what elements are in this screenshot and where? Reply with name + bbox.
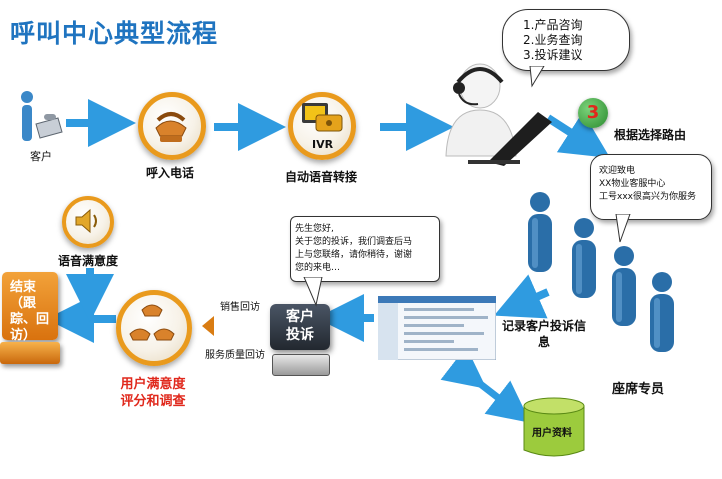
- welcome-bubble: 欢迎致电 XX物业客服中心 工号xxx很高兴为你服务: [590, 154, 712, 220]
- menu-item: 2.业务查询: [523, 33, 583, 47]
- complaint-monitor: 客户 投诉: [270, 304, 330, 350]
- welcome-line: 欢迎致电: [599, 166, 636, 176]
- people-phones-icon: [129, 304, 175, 341]
- ivr-device-icon: [302, 103, 343, 132]
- customer-icon: [21, 91, 63, 141]
- survey-label-line: 评分和调查: [120, 394, 186, 409]
- complaint-monitor-base: [272, 354, 330, 376]
- speaker-icon: [75, 208, 97, 234]
- reply-line: 上与您联络，请你稍待，谢谢: [295, 250, 413, 260]
- agents-label: 座席专员: [612, 382, 665, 397]
- arrow-agents-to-record: [494, 274, 550, 319]
- reply-line: 先生您好,: [295, 224, 334, 234]
- end-node-base: [0, 342, 60, 364]
- service-visit-label: 服务质量回访: [205, 350, 265, 361]
- welcome-line: XX物业客服中心: [599, 179, 666, 189]
- menu-item: 1.产品咨询: [523, 18, 583, 32]
- record-screen-image: [378, 296, 496, 360]
- database-icon: [523, 397, 585, 457]
- ivr-label: IVR: [312, 138, 334, 151]
- reply-line: 关于您的投诉，我们调查后马: [295, 237, 413, 247]
- survey-label: 用户满意度 评分和调查: [108, 376, 198, 410]
- end-label: 结束（跟踪、回访）: [10, 280, 50, 343]
- page-title: 呼叫中心典型流程: [10, 19, 219, 48]
- complaint-label-line: 投诉: [286, 327, 314, 343]
- phone-icon: [155, 112, 187, 142]
- reply-bubble-tail: [303, 277, 323, 307]
- survey-label-line: 用户满意度: [120, 377, 186, 392]
- reply-line: 您的来电…: [295, 263, 341, 273]
- user-data-label: 用户资料: [532, 428, 572, 439]
- record-label-line: 记录客户投诉信: [502, 319, 587, 333]
- call-in-label: 呼入电话: [146, 166, 195, 180]
- arrow-agent-to-route: [545, 111, 611, 158]
- record-complaint-label: 记录客户投诉信 息: [502, 318, 586, 350]
- route-label: 根据选择路由: [614, 128, 687, 142]
- arrow-record-database: [440, 346, 531, 423]
- ivr-caption: 自动语音转接: [285, 170, 358, 184]
- customer-label: 客户: [30, 150, 52, 163]
- agents-group: [528, 192, 674, 352]
- route-number-badge: 3: [578, 98, 608, 128]
- menu-bubble: 1.产品咨询 2.业务查询 3.投诉建议: [502, 9, 630, 71]
- welcome-bubble-tail: [615, 214, 631, 243]
- end-node: 结束（跟踪、回访）: [2, 272, 58, 343]
- menu-bubble-tail: [529, 66, 545, 88]
- voice-satisfaction-label: 语音满意度: [58, 254, 119, 268]
- agent-figure: [445, 63, 552, 166]
- reply-bubble: 先生您好, 关于您的投诉，我们调查后马 上与您联络，请你稍待，谢谢 您的来电…: [290, 216, 440, 282]
- welcome-line: 工号xxx很高兴为你服务: [599, 192, 696, 202]
- record-label-line: 息: [538, 335, 551, 349]
- complaint-label-line: 客户: [286, 309, 314, 325]
- survey-node: [116, 290, 192, 366]
- sales-visit-label: 销售回访: [220, 302, 260, 313]
- menu-item: 3.投诉建议: [523, 48, 583, 62]
